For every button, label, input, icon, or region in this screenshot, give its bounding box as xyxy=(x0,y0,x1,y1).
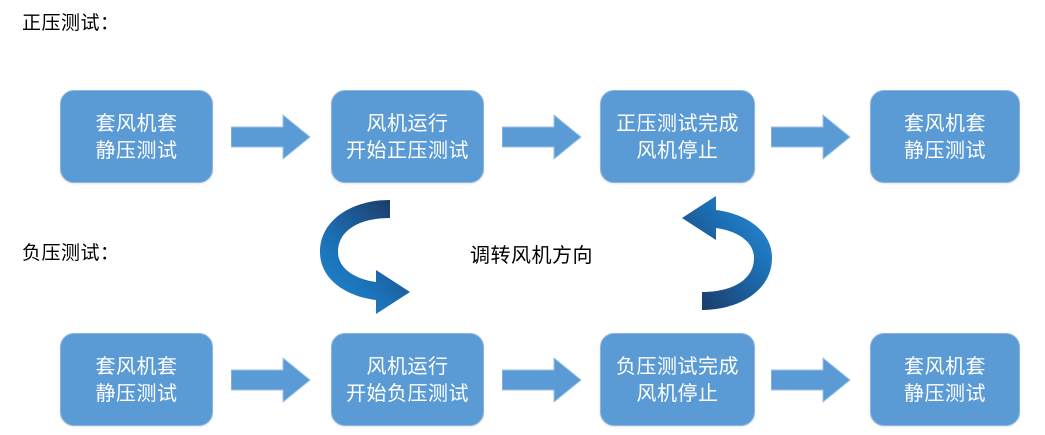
top-step-1-box[interactable]: 套风机套 静压测试 xyxy=(60,90,213,183)
bottom-step-3-line2: 风机停止 xyxy=(636,380,719,405)
bottom-step-4-line1: 套风机套 xyxy=(904,354,986,379)
top-step-3-line2: 风机停止 xyxy=(636,137,719,162)
top-step-2-line2: 开始正压测试 xyxy=(346,137,469,162)
bottom-connector-arrow-1 xyxy=(230,356,311,404)
bottom-step-3-line1: 负压测试完成 xyxy=(616,354,739,379)
bottom-step-2-box[interactable]: 风机运行 开始负压测试 xyxy=(331,333,484,426)
positive-pressure-section-caption: 正压测试： xyxy=(22,12,120,34)
top-step-4-box[interactable]: 套风机套 静压测试 xyxy=(870,90,1020,183)
bottom-step-1-box[interactable]: 套风机套 静压测试 xyxy=(60,333,213,426)
top-step-3-box[interactable]: 正压测试完成 风机停止 xyxy=(600,90,755,183)
top-step-1-line1: 套风机套 xyxy=(95,111,178,136)
top-step-4-line1: 套风机套 xyxy=(904,111,986,136)
negative-pressure-section-caption: 负压测试： xyxy=(22,242,120,264)
curved-arrow-left-reverse xyxy=(314,196,424,314)
top-connector-arrow-3 xyxy=(770,113,851,161)
bottom-step-1-line1: 套风机套 xyxy=(95,354,178,379)
top-step-1-line2: 静压测试 xyxy=(95,137,178,162)
top-step-4-line2: 静压测试 xyxy=(904,137,986,162)
bottom-step-2-line2: 开始负压测试 xyxy=(346,380,469,405)
bottom-step-4-box[interactable]: 套风机套 静压测试 xyxy=(870,333,1020,426)
bottom-step-2-line1: 风机运行 xyxy=(366,354,449,379)
top-step-2-line1: 风机运行 xyxy=(366,111,449,136)
bottom-step-1-line2: 静压测试 xyxy=(95,380,178,405)
top-connector-arrow-2 xyxy=(501,113,582,161)
curved-arrow-right-reverse xyxy=(668,196,778,314)
reverse-fan-direction-label: 调转风机方向 xyxy=(470,243,593,267)
bottom-connector-arrow-2 xyxy=(501,356,582,404)
top-step-3-line1: 正压测试完成 xyxy=(616,111,739,136)
bottom-step-4-line2: 静压测试 xyxy=(904,380,986,405)
top-step-2-box[interactable]: 风机运行 开始正压测试 xyxy=(331,90,484,183)
bottom-step-3-box[interactable]: 负压测试完成 风机停止 xyxy=(600,333,755,426)
bottom-connector-arrow-3 xyxy=(770,356,851,404)
top-connector-arrow-1 xyxy=(230,113,311,161)
